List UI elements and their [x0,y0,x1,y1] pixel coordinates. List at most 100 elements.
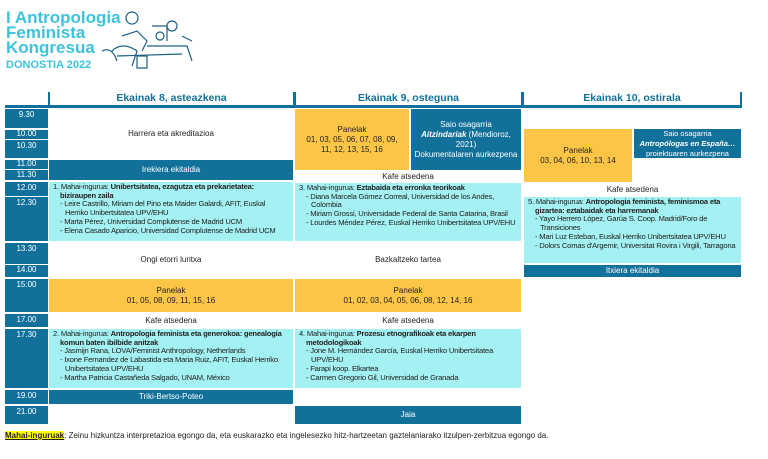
block-label: Panelak [563,145,593,155]
speaker: - Elena Casado Aparicio, Universidad Com… [60,225,276,235]
speaker: - Jone M. Hernández García, Euskal Herri… [306,346,493,365]
time-slot: 21.00 [5,406,48,424]
time-slot: 10.30 [5,140,48,158]
round-table-prefix: 2. Mahai-ingurua: [53,329,111,338]
speaker: - Martha Patricia Castañeda Salgado, UNA… [60,372,230,382]
block-label: Saio osagarria [663,128,712,138]
logo-line: Feminista [6,23,86,42]
time-slot: 12.00 [5,182,48,196]
block-label: Panelak [156,285,186,295]
lunch-block: Ongi etorri luntxa [49,243,293,277]
film-title: Aitzindariak [421,129,467,139]
time-slot: 11.00 [5,160,48,169]
footer-text: : Zeinu hizkuntza interpretazioa egongo … [64,431,549,440]
round-table-title: Antropologia feminista, feminismoa eta g… [535,197,721,215]
block-label: Jaia [400,410,416,419]
round-table-title: Antropologia feminista eta generokoa: ge… [60,329,282,347]
panel-numbers: 01, 05, 08, 09, 11, 15, 16 [126,295,216,305]
speaker: - Dolors Comas d'Argemir, Universitat Ro… [535,240,736,250]
time-slot: 10.00 [5,130,48,139]
round-table-prefix: 1. Mahai-ingurua: [53,182,111,191]
block-label: Dokumentalaren aurkezpena [414,149,518,159]
block-label: Irekiera ekitaldia [141,165,201,174]
day-header: Ekainak 9, osteguna [294,92,523,108]
time-slot: 11.30 [5,170,48,180]
block-label: Kafe atsedena [145,315,197,325]
panel-numbers: 01, 02, 03, 04, 05, 06, 08, 12, 14, 16 [343,295,473,305]
time-slot: 17.30 [5,329,48,388]
logo-line: Kongresua [6,38,95,57]
time-slot: 9.30 [5,109,48,128]
speaker: - Diana Marcela Gómez Correal, Universid… [306,191,495,210]
reception-block: Harrera eta akreditazioa [49,109,293,158]
block-label: Itxiera ekitaldia [605,266,660,275]
block-label: Triki-Bertso-Poteo [138,392,204,401]
speaker: - Yayo Herrero López, Garúa S. Coop. Mad… [535,214,708,233]
block-label: proiektuaren aurkezpena [646,148,729,158]
block-label: Kafe atsedena [606,184,659,194]
round-table-prefix: 5. Mahai-ingurua: [528,197,586,206]
closing-block: Itxiera ekitaldia [524,265,741,277]
logo-line: I Antropologia [6,8,121,27]
speaker: - Jasmijn Rana, LOVA/Feminist Anthropolo… [60,346,246,356]
time-slot: 15:00 [5,279,48,312]
round-table-5: 5. Mahai-ingurua: Antropologia feminista… [524,197,741,263]
block-label: Saio osagarria [440,119,492,129]
speaker: - Leire Castrillo, Miriam del Pino eta M… [60,199,266,218]
logo: I Antropologia Feminista Kongresua DONOS… [6,8,121,73]
project-title: Antropólogas en España… [639,138,736,148]
block-label: Kafe atsedena [382,315,434,325]
day-header: Ekainak 10, ostirala [522,92,742,108]
speaker: - Lourdes Méndez Pérez, Euskal Herriko U… [306,217,516,227]
logo-line: DONOSTIA 2022 [6,59,92,71]
speaker: - Mari Luz Esteban, Euskal Herriko Unibe… [535,231,726,241]
round-table-4: 4. Mahai-ingurua: Prozesu etnografikoak … [295,329,521,388]
speaker: - Carmen Gregorio Gil, Universidad de Gr… [306,372,459,382]
round-table-title: Unibertsitatea, ezagutza eta prekarietat… [60,182,254,200]
round-table-2: 2. Mahai-ingurua: Antropologia feminista… [49,329,293,388]
divider [5,105,48,108]
speaker: - Miriam Grossi, Universidade Federal de… [306,209,508,219]
round-table-title: Eztabaida eta erronka teorikoak [356,183,465,192]
time-slot: 17.00 [5,314,48,327]
block-label: Kafe atsedena [382,171,434,181]
opening-block: Irekiera ekitaldia [49,160,293,180]
time-slot: 13.30 [5,243,48,264]
day-header: Ekainak 8, asteazkena [48,92,295,108]
block-label: Panelak [337,124,367,134]
coffee-block: Kafe atsedena [295,314,521,327]
time-slot: 19.00 [5,390,48,404]
block-label: Panelak [393,285,423,295]
block-label: Ongi etorri luntxa [140,255,202,264]
coffee-block: Kafe atsedena [524,183,741,196]
round-table-3: 3. Mahai-ingurua: Eztabaida eta erronka … [295,183,521,241]
panel-numbers: 01, 03, 05, 06, 07, 08, 09, 11, 12, 13, … [306,134,398,154]
lunch-block: Bazkaltzeko tartea [295,243,521,277]
illustration-icon [101,11,193,69]
footer-note: Mahai-inguruak: Zeinu hizkuntza interpre… [5,431,548,440]
panel-numbers: 03, 04, 06, 10, 13, 14 [540,155,616,165]
round-table-title: Prozesu etnografikoak eta ekarpen metodo… [306,329,476,347]
block-label: Bazkaltzeko tartea [375,255,441,264]
round-table-1: 1. Mahai-ingurua: Unibertsitatea, ezagut… [49,182,293,241]
time-slot: 14.00 [5,265,48,277]
block-label: Harrera eta akreditazioa [128,128,214,138]
time-slot: 12.30 [5,197,48,241]
coffee-block: Kafe atsedena [49,314,293,327]
round-table-prefix: 3. Mahai-ingurua: [299,183,357,192]
speaker: - Farapi koop. Elkartea [306,363,379,373]
film-year: (Mendioroz, 2021) [455,129,511,149]
speaker: - Marta Pérez, Universidad Complutense d… [60,216,243,226]
triki-block: Triki-Bertso-Poteo [49,390,293,404]
party-block: Jaia [295,406,521,424]
footer-highlight: Mahai-inguruak [5,431,65,440]
round-table-prefix: 4. Mahai-ingurua: [299,329,357,338]
coffee-block: Kafe atsedena [295,171,521,182]
speaker: - Ixone Fernandez de Labastida eta Maria… [60,355,278,373]
